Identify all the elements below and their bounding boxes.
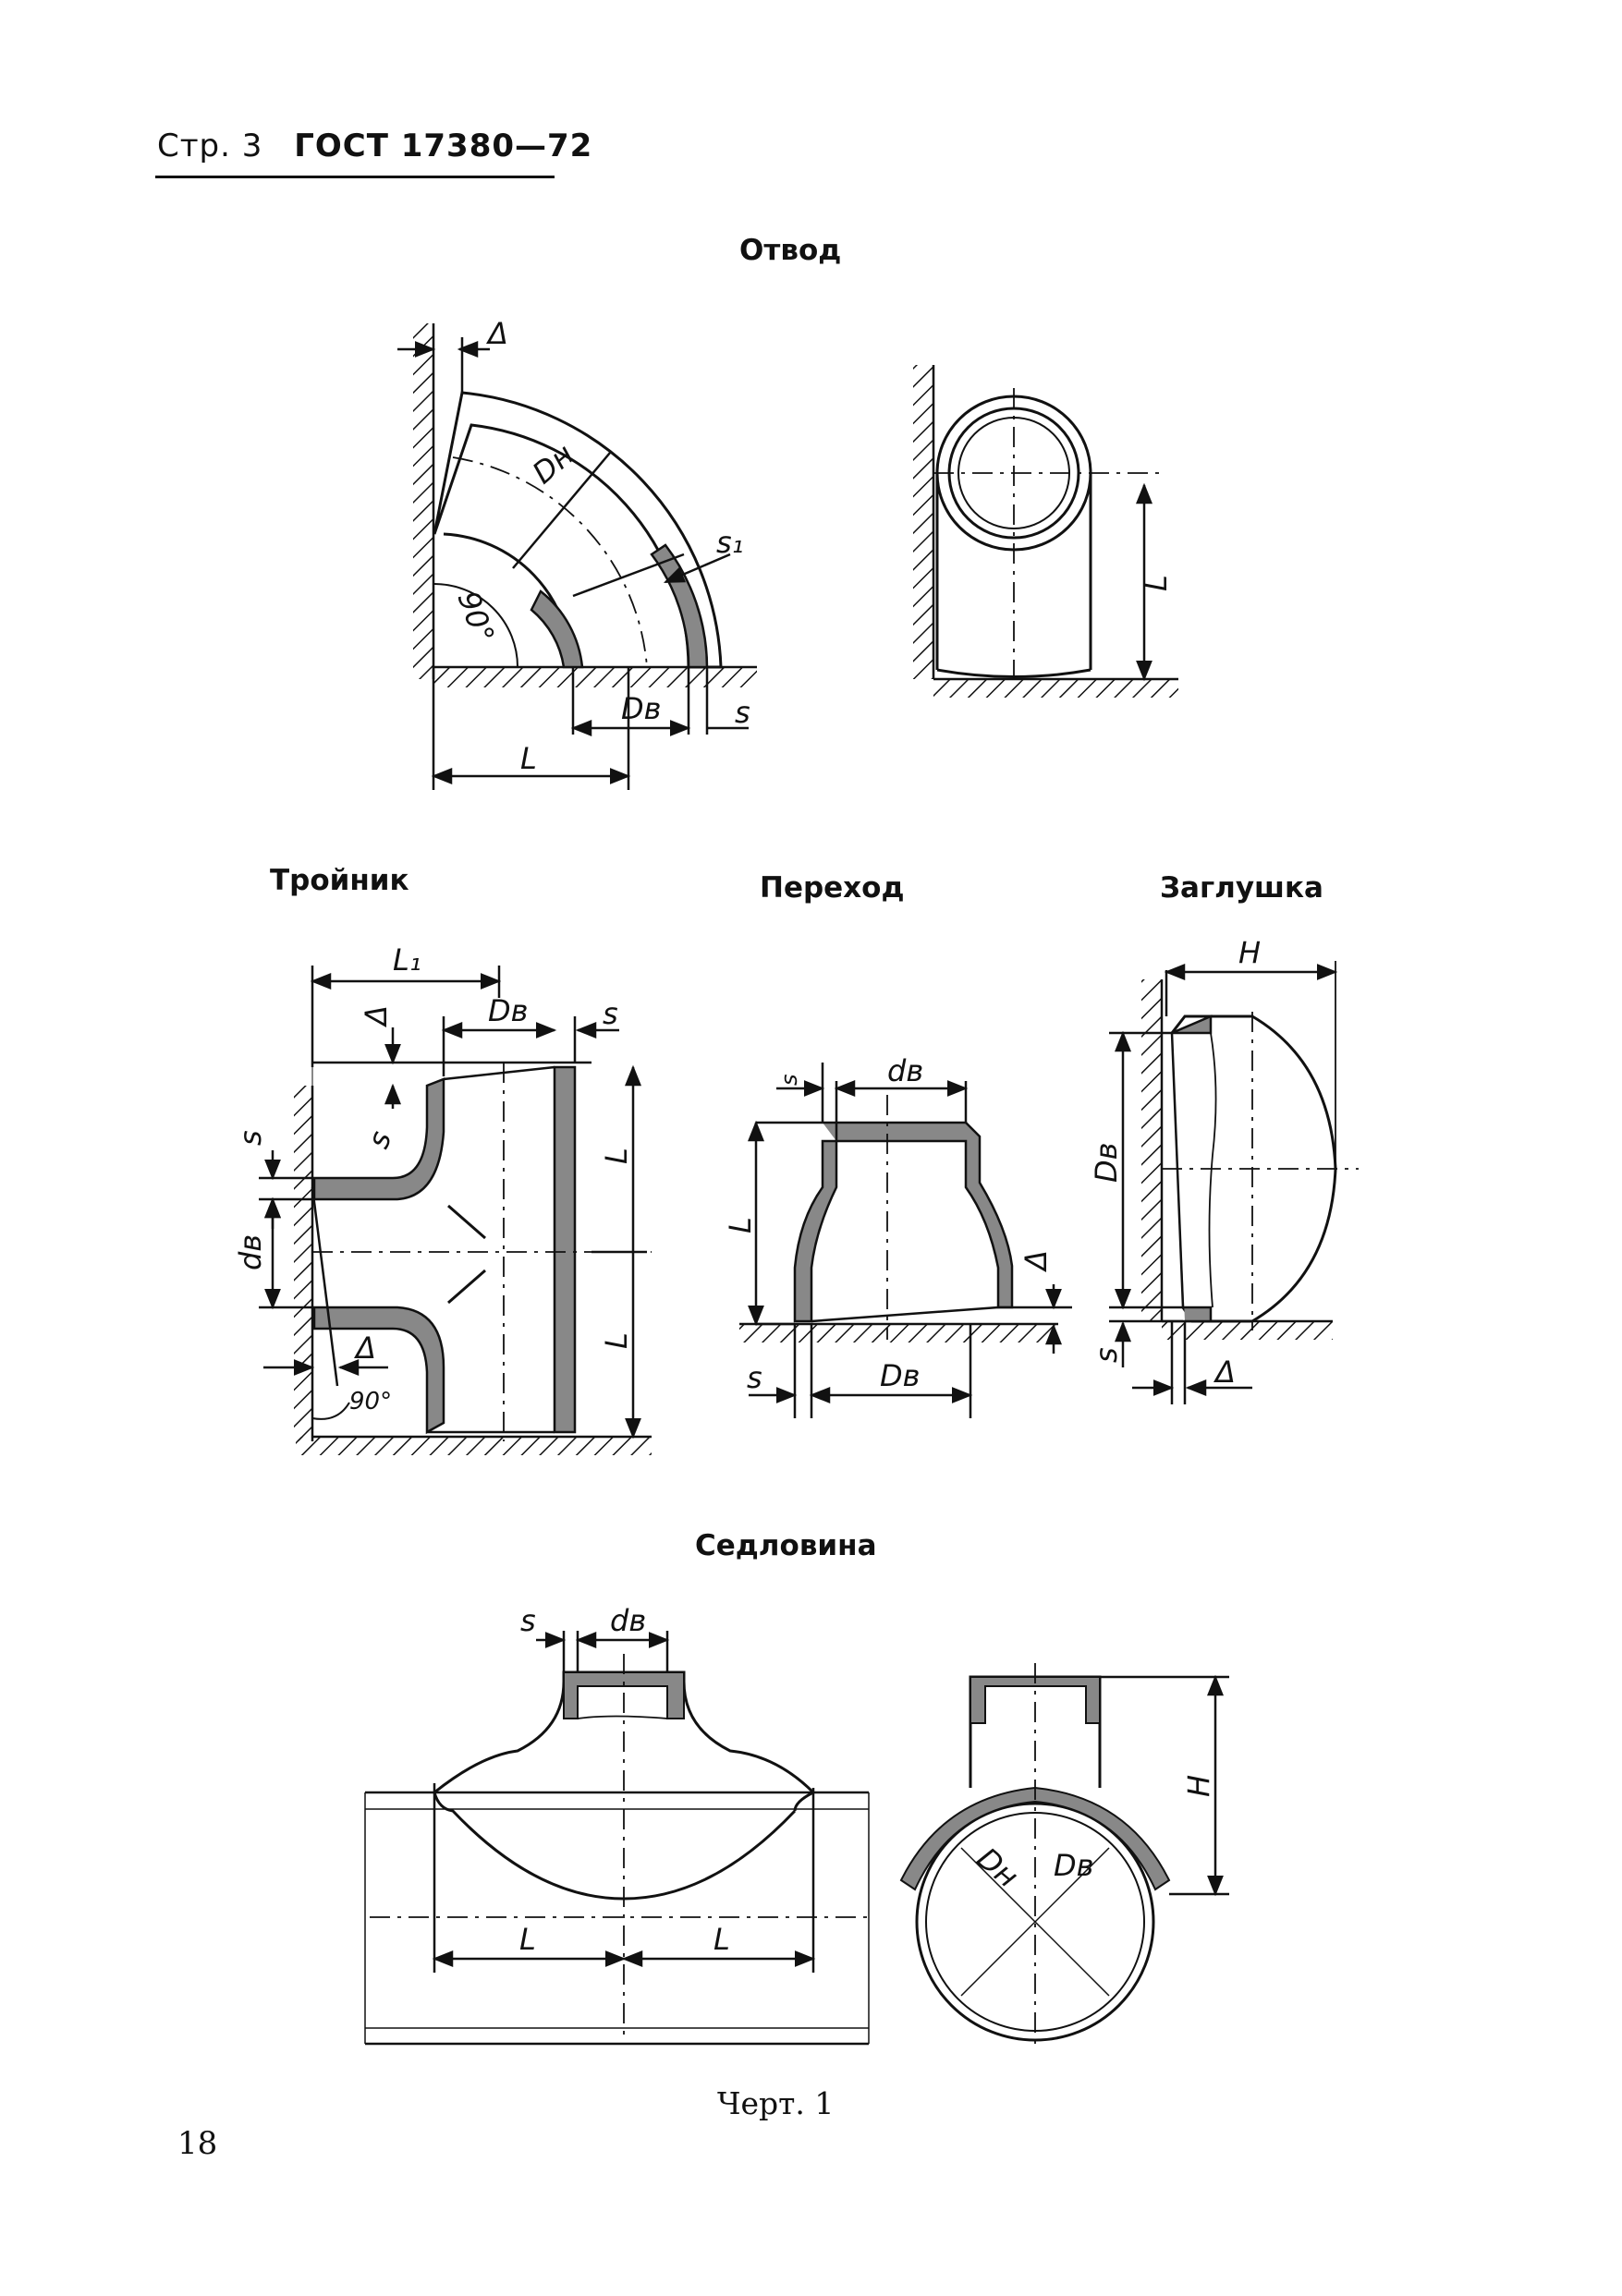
label-angle-tee: 90° [349, 1388, 392, 1415]
tee-drawing [259, 966, 652, 1455]
label-L1-tee: L₁ [393, 942, 421, 978]
label-L-otvod: L [520, 741, 537, 776]
page-header: Стр. 3 ГОСТ 17380—72 [157, 128, 592, 164]
label-s-tee-top: s [603, 996, 618, 1031]
label-L-reducer: L [723, 1217, 758, 1233]
label-dh-saddle: Dн [970, 1840, 1025, 1894]
title-troynik: Тройник [270, 864, 409, 897]
label-L-saddle-right: L [713, 1922, 730, 1957]
label-delta-cap: Δ [1213, 1355, 1236, 1390]
label-dv-tee: Dв [488, 993, 529, 1028]
label-s-tee-left: s [233, 1130, 268, 1146]
label-dv-small-reducer: dв [887, 1053, 923, 1088]
standard-number: ГОСТ 17380—72 [294, 128, 593, 164]
header-rule [155, 176, 555, 178]
cap-drawing [1109, 961, 1359, 1404]
saddle-side-view [899, 1663, 1229, 2047]
label-H-cap: H [1238, 935, 1261, 970]
label-delta-otvod: Δ [485, 316, 508, 351]
label-L-otvod-side: L [1139, 575, 1174, 591]
label-s-cap: s [1089, 1347, 1124, 1363]
label-L-tee-upper: L [599, 1148, 634, 1164]
label-dv-cap: Dв [1089, 1143, 1124, 1184]
title-otvod: Отвод [739, 234, 842, 267]
label-s1-otvod: s₁ [716, 525, 744, 560]
title-sedlovina: Седловина [695, 1529, 877, 1562]
label-L-saddle-left: L [519, 1922, 536, 1957]
saddle-front-view [364, 1631, 870, 2046]
title-perekhod: Переход [760, 871, 905, 905]
reducer-drawing [739, 1063, 1072, 1418]
label-dv-small-saddle: dв [610, 1603, 646, 1638]
elbow-drawing [397, 323, 757, 790]
label-angle-otvod: 90° [450, 587, 501, 648]
label-dv-reducer: Dв [880, 1358, 921, 1393]
figure-caption: Черт. 1 [717, 2085, 835, 2121]
label-delta-tee-top: Δ [359, 1005, 394, 1028]
label-s-tee-branch: s [360, 1126, 398, 1153]
label-H-saddle: H [1181, 1775, 1216, 1797]
label-dv-saddle: Dв [1054, 1848, 1094, 1883]
label-L-tee-lower: L [599, 1332, 634, 1349]
label-dh-otvod: Dн [526, 437, 580, 491]
label-dv-small-tee: dв [233, 1234, 268, 1270]
label-s-saddle: s [520, 1603, 536, 1638]
label-s-otvod: s [735, 695, 750, 730]
page-number: 18 [177, 2125, 218, 2162]
label-s-reducer: s [747, 1360, 762, 1395]
label-dv-otvod: Dв [621, 691, 662, 726]
label-delta-tee-bottom: Δ [353, 1330, 376, 1366]
elbow-side-view [913, 365, 1178, 698]
title-zaglushka: Заглушка [1160, 871, 1323, 905]
page-ref: Стр. 3 [157, 128, 263, 164]
label-s-reducer-top: s [776, 1074, 802, 1086]
label-delta-reducer: Δ [1018, 1250, 1054, 1273]
